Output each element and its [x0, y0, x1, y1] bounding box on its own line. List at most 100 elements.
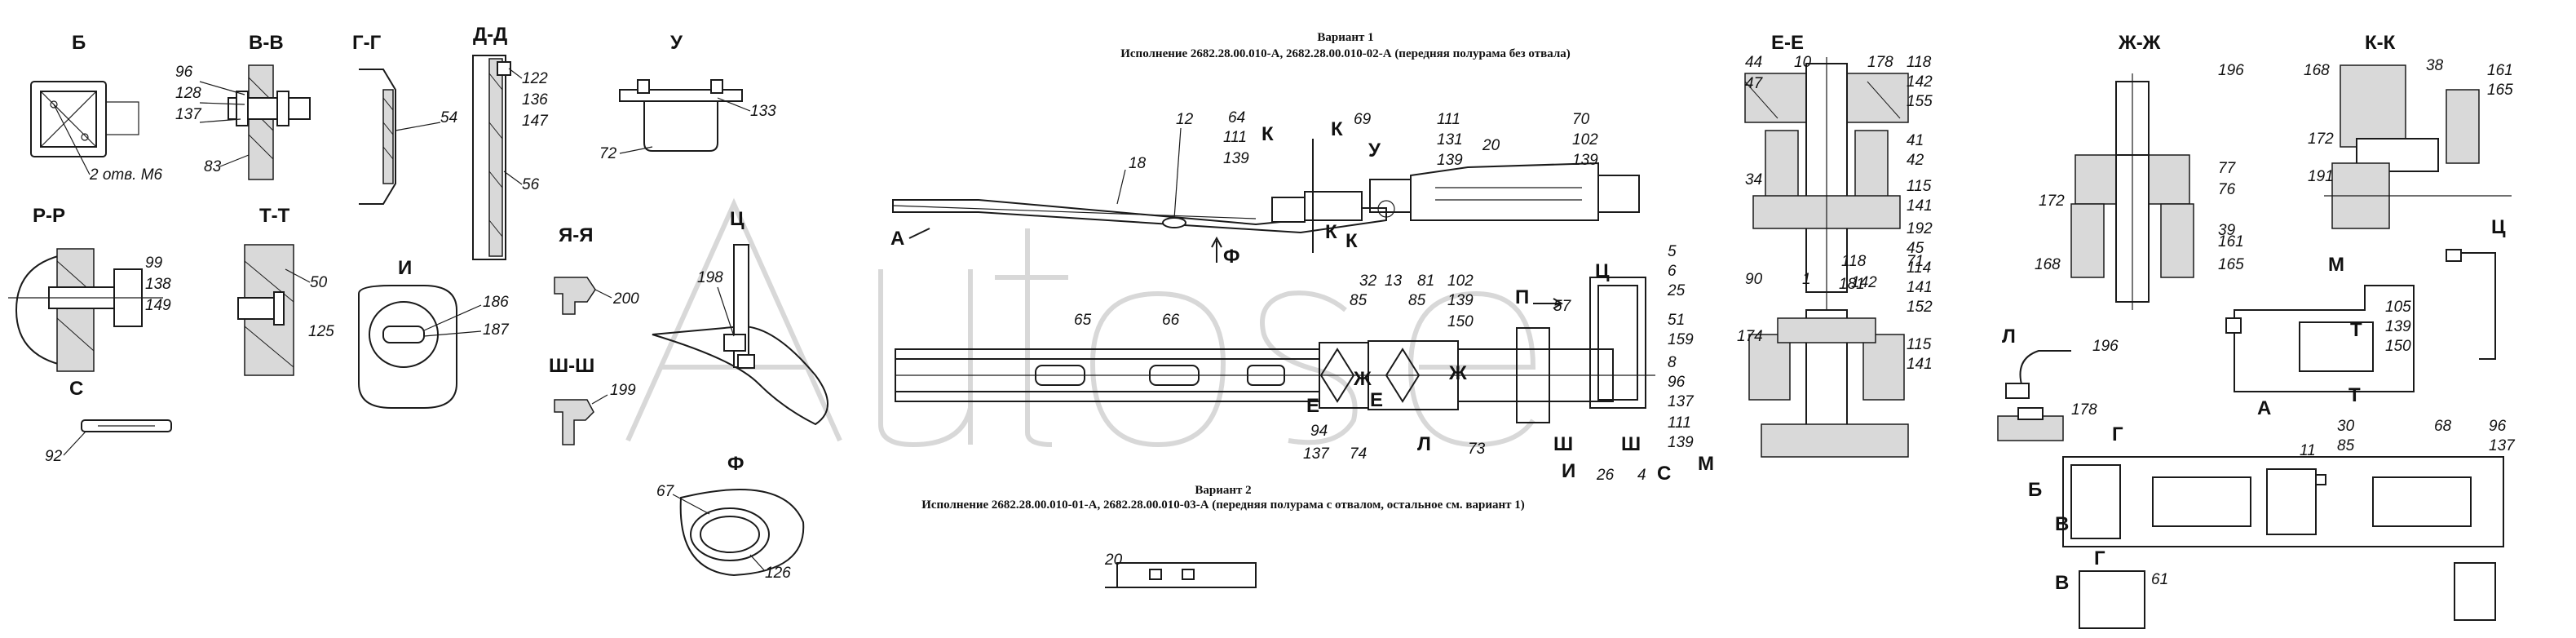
arrow-label-g2: Г: [2094, 547, 2105, 569]
callout-ee-181: 181: [1839, 276, 1865, 293]
callout-bot-150: 150: [1447, 313, 1474, 330]
callout-dd-136: 136: [522, 91, 548, 109]
callout-kk-172: 172: [2308, 131, 2334, 148]
callout-vv-96: 96: [175, 64, 193, 81]
view-yaya: Я-Я 200: [554, 224, 639, 315]
view-s: С 92: [45, 378, 172, 465]
callout-ee-45: 45: [1907, 240, 1924, 257]
arrow-label-e2: Е: [1370, 389, 1383, 411]
arrow-label-k4: К: [1345, 230, 1358, 252]
callout-bot-139: 139: [1447, 292, 1474, 309]
callout-l-178: 178: [2071, 401, 2097, 419]
callout-ee-178: 178: [1867, 54, 1893, 71]
callout-bot-111: 111: [1668, 414, 1691, 432]
callout-top-139c: 139: [1572, 152, 1598, 169]
callout-bot-65: 65: [1074, 312, 1092, 329]
callout-ee-152: 152: [1907, 299, 1933, 316]
label-view-gg: Г-Г: [352, 32, 382, 54]
callout-bot-73: 73: [1468, 441, 1486, 458]
callout-bot-6: 6: [1668, 263, 1677, 280]
label-view-kk: К-К: [2365, 32, 2396, 54]
callout-tt-50: 50: [310, 274, 328, 291]
callout-bot-66: 66: [1162, 312, 1180, 329]
callout-top-111: 111: [1223, 129, 1247, 146]
view-shsh: Ш-Ш 199: [549, 355, 636, 445]
callout-ee-90: 90: [1745, 271, 1763, 288]
callout-vv-137: 137: [175, 106, 202, 123]
callout-shsh-199: 199: [610, 382, 636, 399]
callout-ee-1: 1: [1802, 271, 1811, 288]
callout-top-12: 12: [1176, 111, 1194, 128]
callout-bot-26: 26: [1596, 467, 1615, 484]
callout-bot-57: 57: [1553, 298, 1572, 315]
callout-ee-115: 115: [1907, 178, 1932, 195]
callout-top-64: 64: [1228, 109, 1245, 126]
callout-ts2-139: 139: [2385, 318, 2411, 335]
callout-ee-115b: 115: [1907, 336, 1932, 353]
arrow-label-k3: К: [1325, 221, 1337, 243]
label-view-ts: Ц: [730, 208, 745, 230]
callout-ee-141b: 141: [1907, 279, 1933, 296]
callout-f-67: 67: [656, 483, 675, 500]
arrow-label-v1: В: [2055, 513, 2069, 535]
arrow-label-v2: В: [2055, 572, 2069, 594]
callout-v2-20: 20: [1104, 552, 1123, 569]
callout-bot-137b: 137: [1303, 445, 1330, 463]
callout-yaya-200: 200: [612, 290, 639, 308]
label-view-tt: Т-Т: [259, 205, 290, 227]
callout-ee-34: 34: [1745, 171, 1762, 188]
arrow-label-l: Л: [1417, 433, 1431, 455]
watermark-logo: [625, 197, 1536, 448]
label-view-b: Б: [72, 32, 86, 54]
variant2-part: 20: [1104, 552, 1257, 588]
callout-dd-56: 56: [522, 176, 540, 193]
callout-kk-38: 38: [2426, 57, 2444, 74]
arrow-label-sh1: Ш: [1553, 433, 1573, 455]
arrow-label-a: А: [890, 228, 904, 250]
callout-zh-76: 76: [2218, 181, 2236, 198]
view-tt: Т-Т 50 125: [237, 205, 334, 376]
callout-ee-192: 192: [1907, 220, 1933, 237]
callout-bot-102: 102: [1447, 272, 1474, 290]
arrow-label-u: У: [1368, 140, 1381, 162]
callout-bot-32: 32: [1359, 272, 1377, 290]
callout-ee-142b: 142: [1851, 274, 1877, 291]
arrow-label-b: Б: [2028, 479, 2042, 501]
callout-rr-99: 99: [145, 255, 163, 272]
callout-ee-118: 118: [1907, 54, 1932, 71]
main-assembly-side: А Ф К К К К У 12 18 64 111 139 69 111 13…: [890, 109, 1640, 268]
callout-top-139: 139: [1223, 150, 1249, 167]
arrow-label-i: И: [1562, 460, 1575, 482]
label-view-m: М: [2328, 254, 2344, 276]
callout-i-187: 187: [483, 321, 510, 339]
callout-ee-114: 114: [1907, 259, 1931, 277]
callout-ee-42: 42: [1907, 152, 1924, 169]
view-a: А Б Г В В Г 11 30 85 68 96 137 61: [2028, 397, 2516, 629]
callout-bot-5: 5: [1668, 243, 1677, 260]
callout-top-69: 69: [1354, 111, 1372, 128]
callout-ee-142: 142: [1907, 73, 1933, 91]
callout-ts2-150: 150: [2385, 338, 2411, 355]
arrow-label-zh1: Ж: [1353, 368, 1372, 390]
callout-kk-191: 191: [2308, 168, 2334, 185]
arrow-label-p: П: [1515, 286, 1529, 308]
callout-bot-13: 13: [1385, 272, 1403, 290]
callout-f-126: 126: [765, 565, 791, 582]
label-view-yaya: Я-Я: [559, 224, 594, 246]
variant2-heading: Вариант 2: [1195, 484, 1251, 497]
view-rr: Р-Р 99 138 149: [8, 205, 171, 372]
view-vv: В-В 96 128 137 83: [175, 32, 311, 180]
view-f: Ф 67 126: [656, 453, 805, 582]
variant2-description: Исполнение 2682.28.00.010-01-А, 2682.28.…: [921, 498, 1525, 512]
callout-bot-51: 51: [1668, 312, 1685, 329]
arrow-label-k2: К: [1331, 118, 1343, 140]
callout-u-133: 133: [750, 103, 776, 120]
callout-top-131: 131: [1437, 131, 1463, 148]
label-view-l: Л: [2002, 326, 2016, 348]
label-view-a: А: [2257, 397, 2271, 419]
callout-kk-161: 161: [2487, 62, 2513, 79]
arrow-label-k1: К: [1261, 123, 1274, 145]
callout-a-96: 96: [2489, 418, 2507, 435]
label-view-zhzh: Ж-Ж: [2118, 32, 2161, 54]
variant1-description: Исполнение 2682.28.00.010-А, 2682.28.00.…: [1120, 47, 1571, 60]
